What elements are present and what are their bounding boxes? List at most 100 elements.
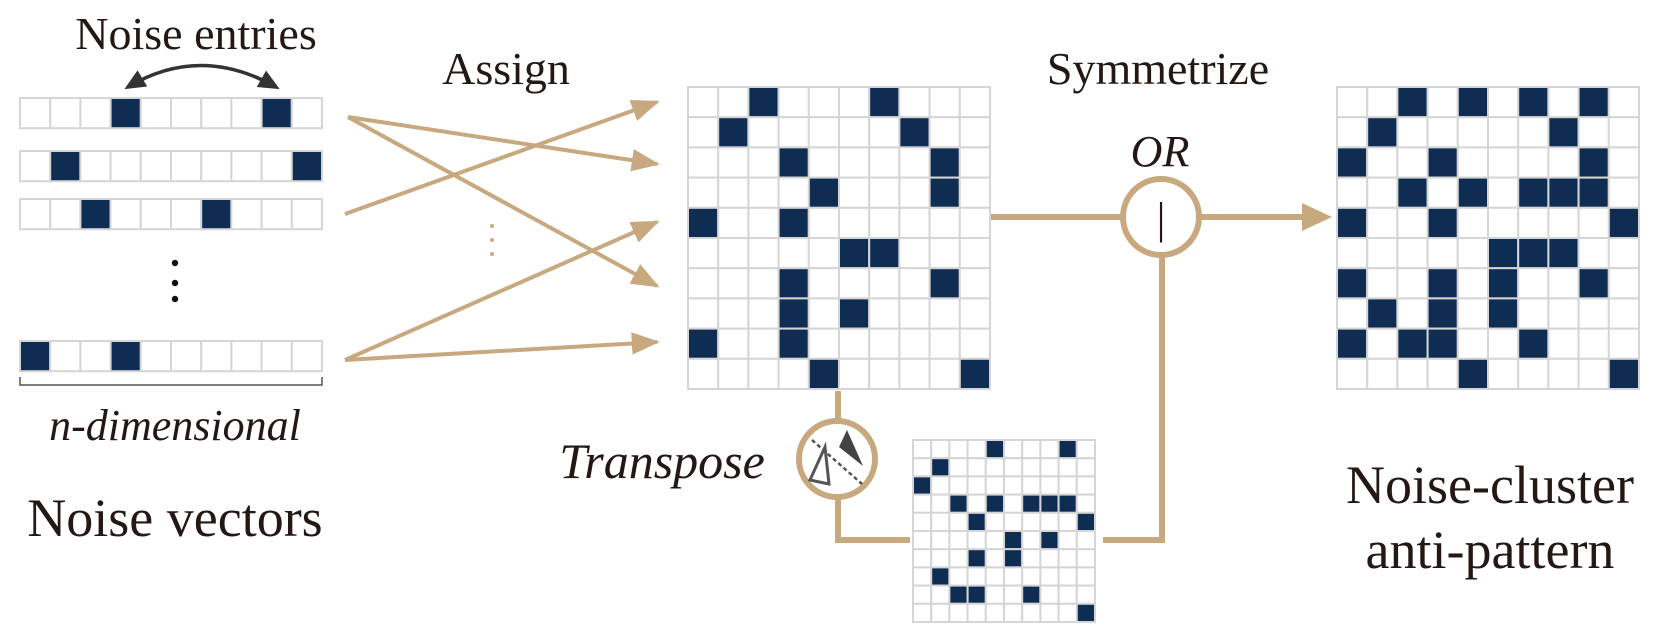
matrix-cell — [912, 602, 933, 623]
matrix-cell-filled — [1487, 237, 1520, 270]
matrix-cell — [898, 357, 931, 390]
matrix-cell — [1487, 116, 1520, 149]
matrix-cell — [928, 86, 961, 119]
matrix-cell — [1021, 439, 1042, 460]
matrix-cell-filled — [777, 327, 810, 360]
vector-cell-filled — [109, 97, 142, 130]
vector-cell — [19, 97, 52, 130]
matrix-cell-filled — [1039, 530, 1060, 551]
matrix-cell — [1487, 146, 1520, 179]
matrix-cell — [1003, 566, 1024, 587]
vector-cell — [200, 150, 233, 183]
matrix-cell — [1396, 237, 1429, 270]
matrix-cell — [807, 206, 840, 240]
result-label-line2: anti-pattern — [1366, 520, 1615, 580]
matrix-cell — [838, 116, 871, 149]
matrix-cell-filled — [1426, 297, 1459, 330]
matrix-cell — [984, 548, 1005, 569]
matrix-cell — [1336, 357, 1369, 390]
matrix-cell — [717, 267, 750, 300]
matrix-cell — [912, 439, 933, 460]
matrix-cell-filled — [1577, 267, 1610, 300]
matrix-cell-filled — [1396, 176, 1429, 209]
matrix-cell — [1607, 176, 1641, 209]
matrix-cell — [868, 297, 901, 330]
matrix-cell — [1003, 584, 1024, 605]
matrix-cell — [1517, 357, 1550, 390]
matrix-cell — [966, 457, 987, 478]
matrix-cell-filled — [1456, 176, 1490, 209]
matrix-cell — [1547, 327, 1580, 360]
matrix-cell — [1577, 116, 1610, 149]
matrix-cell — [868, 146, 901, 179]
matrix-cell — [1396, 267, 1429, 300]
double-arrow-icon — [124, 63, 280, 90]
vector-cell — [290, 97, 323, 130]
noise-cluster-matrix — [1336, 86, 1641, 390]
matrix-cell — [930, 530, 951, 551]
matrix-cell — [838, 176, 871, 209]
matrix-cell — [717, 86, 750, 119]
vector-cell-filled — [79, 198, 112, 231]
matrix-cell-filled — [1577, 146, 1610, 179]
matrix-cell — [687, 86, 720, 119]
matrix-cell — [868, 116, 901, 149]
matrix-cell — [868, 176, 901, 209]
vector-cell-filled — [109, 340, 142, 373]
vector-cell-filled — [260, 97, 293, 130]
matrix-cell — [1366, 327, 1399, 360]
matrix-cell — [747, 267, 780, 300]
matrix-cell — [958, 327, 991, 360]
matrix-cell-filled — [1021, 493, 1042, 514]
matrix-cell — [930, 439, 951, 460]
vector-cell — [79, 340, 112, 373]
matrix-cell — [1021, 511, 1042, 532]
matrix-cell — [1517, 206, 1550, 240]
matrix-cell — [912, 493, 933, 514]
vector-cell — [200, 97, 233, 130]
matrix-cell — [1366, 86, 1399, 119]
matrix-cell — [930, 584, 951, 605]
matrix-cell — [1057, 602, 1078, 623]
matrix-cell-filled — [868, 86, 901, 119]
matrix-cell — [1577, 327, 1610, 360]
assigned-matrix — [687, 86, 991, 390]
vector-cell-filled — [49, 150, 82, 183]
matrix-cell — [984, 475, 1005, 496]
matrix-cell — [717, 146, 750, 179]
matrix-cell — [1517, 116, 1550, 149]
vector-cell — [19, 198, 52, 231]
matrix-cell — [958, 146, 991, 179]
matrix-cell — [1075, 439, 1097, 460]
matrix-cell-filled — [898, 116, 931, 149]
matrix-cell — [1456, 297, 1490, 330]
matrix-cell — [1456, 146, 1490, 179]
vector-cell — [170, 198, 203, 231]
matrix-cell — [1003, 475, 1024, 496]
matrix-cell-filled — [807, 176, 840, 209]
matrix-cell — [1057, 530, 1078, 551]
matrix-cell — [984, 602, 1005, 623]
matrix-cell — [958, 176, 991, 209]
matrix-cell — [687, 116, 720, 149]
matrix-cell — [1517, 267, 1550, 300]
matrix-cell — [807, 146, 840, 179]
matrix-cell — [1456, 267, 1490, 300]
matrix-cell — [930, 602, 951, 623]
matrix-cell-filled — [777, 297, 810, 330]
matrix-cell-filled — [1426, 206, 1459, 240]
matrix-cell — [1003, 511, 1024, 532]
matrix-cell-filled — [1021, 584, 1042, 605]
matrix-cell — [868, 357, 901, 390]
matrix-cell — [807, 297, 840, 330]
matrix-cell — [948, 566, 969, 587]
matrix-cell — [1021, 530, 1042, 551]
matrix-cell-filled — [1426, 267, 1459, 300]
matrix-cell — [717, 237, 750, 270]
matrix-cell — [1021, 566, 1042, 587]
matrix-cell — [948, 530, 969, 551]
vector-cell — [290, 340, 323, 373]
matrix-cell-filled — [928, 146, 961, 179]
matrix-cell-filled — [984, 439, 1005, 460]
